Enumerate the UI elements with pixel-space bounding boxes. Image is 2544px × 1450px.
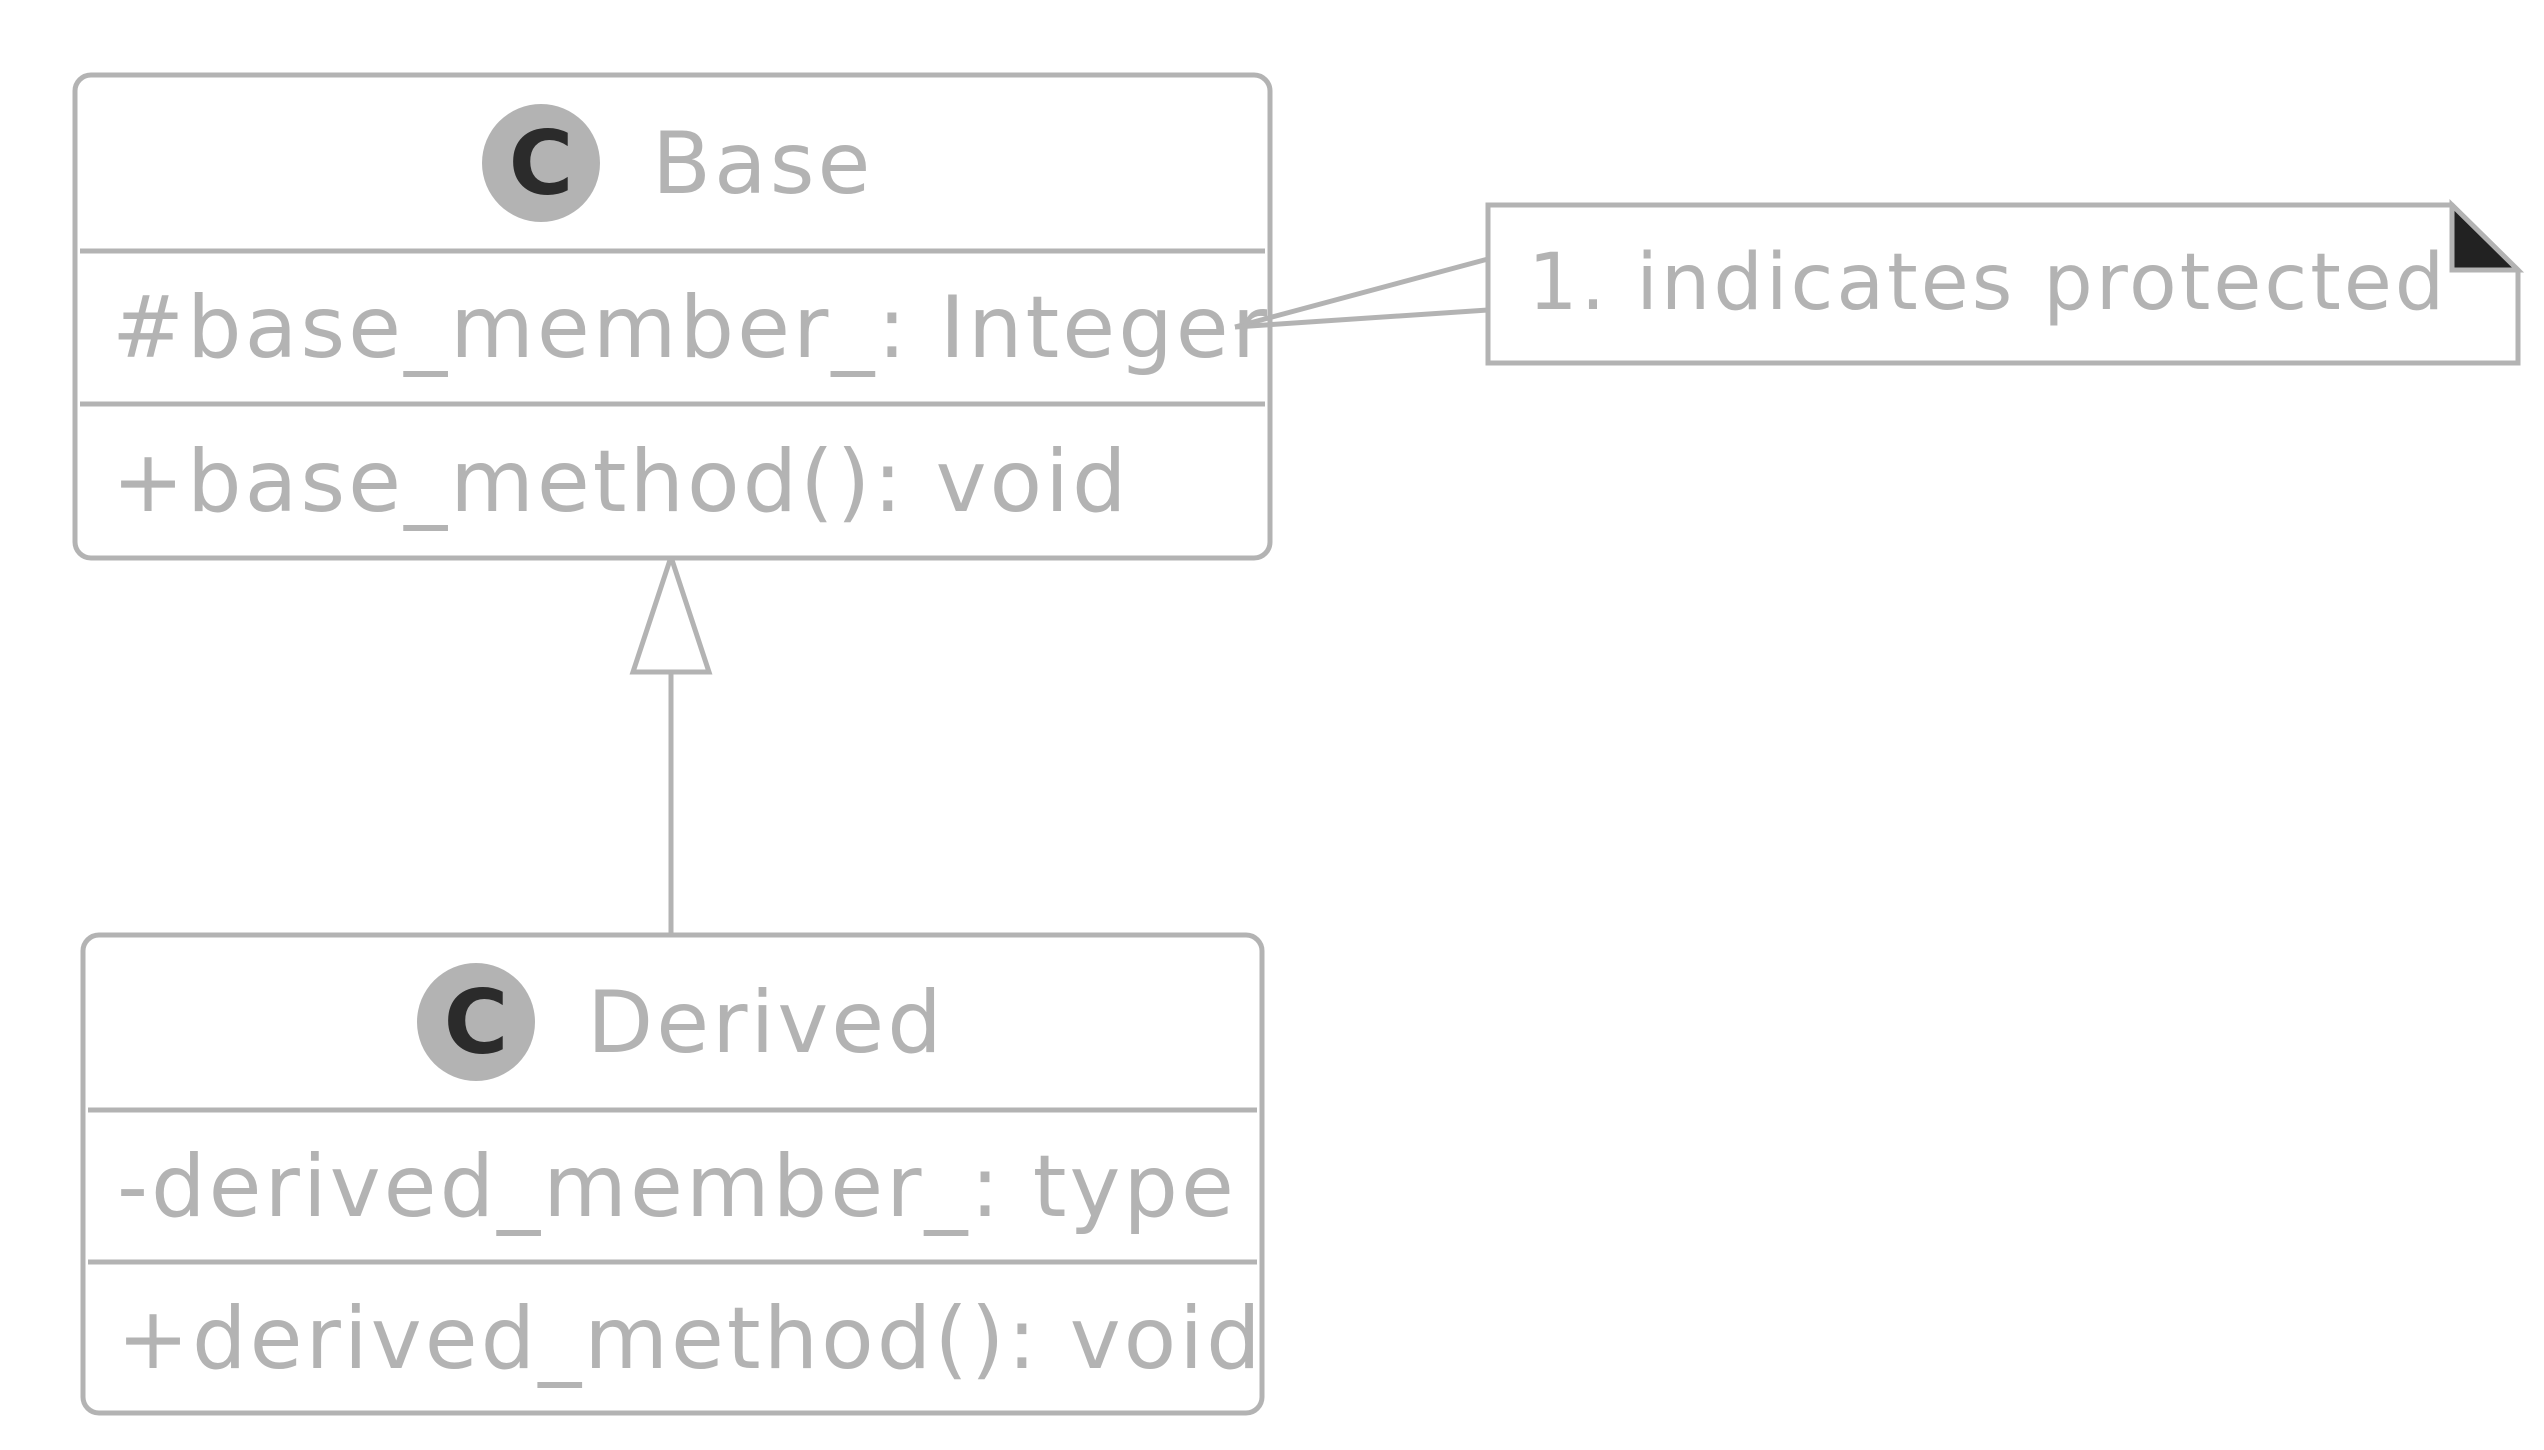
- note-connector: [1234, 256, 1489, 330]
- note[interactable]: 1. indicates protected: [1485, 199, 2525, 366]
- class-stereotype-circle-icon: C: [482, 104, 600, 222]
- class-method: +derived_method(): void: [117, 1289, 1264, 1389]
- class-method: +base_method(): void: [112, 432, 1130, 532]
- class-derived-box: [80, 932, 1265, 1416]
- class-stereotype-circle-icon: C: [417, 963, 535, 1081]
- folded-corner-icon: [2449, 199, 2525, 273]
- note-text: 1. indicates protected: [1528, 238, 2447, 328]
- class-stereotype-letter: C: [509, 112, 574, 215]
- class-attribute: #base_member_: Integer: [112, 278, 1270, 378]
- class-base[interactable]: C Base #base_member_: Integer +base_meth…: [72, 72, 1273, 561]
- class-stereotype-letter: C: [444, 971, 509, 1074]
- inheritance-arrowhead-icon: [629, 549, 713, 675]
- class-name: Base: [652, 114, 873, 214]
- note-box: [1485, 202, 2521, 366]
- class-attribute: -derived_member_: type: [117, 1137, 1237, 1237]
- class-name: Derived: [587, 973, 945, 1073]
- class-derived[interactable]: C Derived -derived_member_: type +derive…: [80, 932, 1265, 1416]
